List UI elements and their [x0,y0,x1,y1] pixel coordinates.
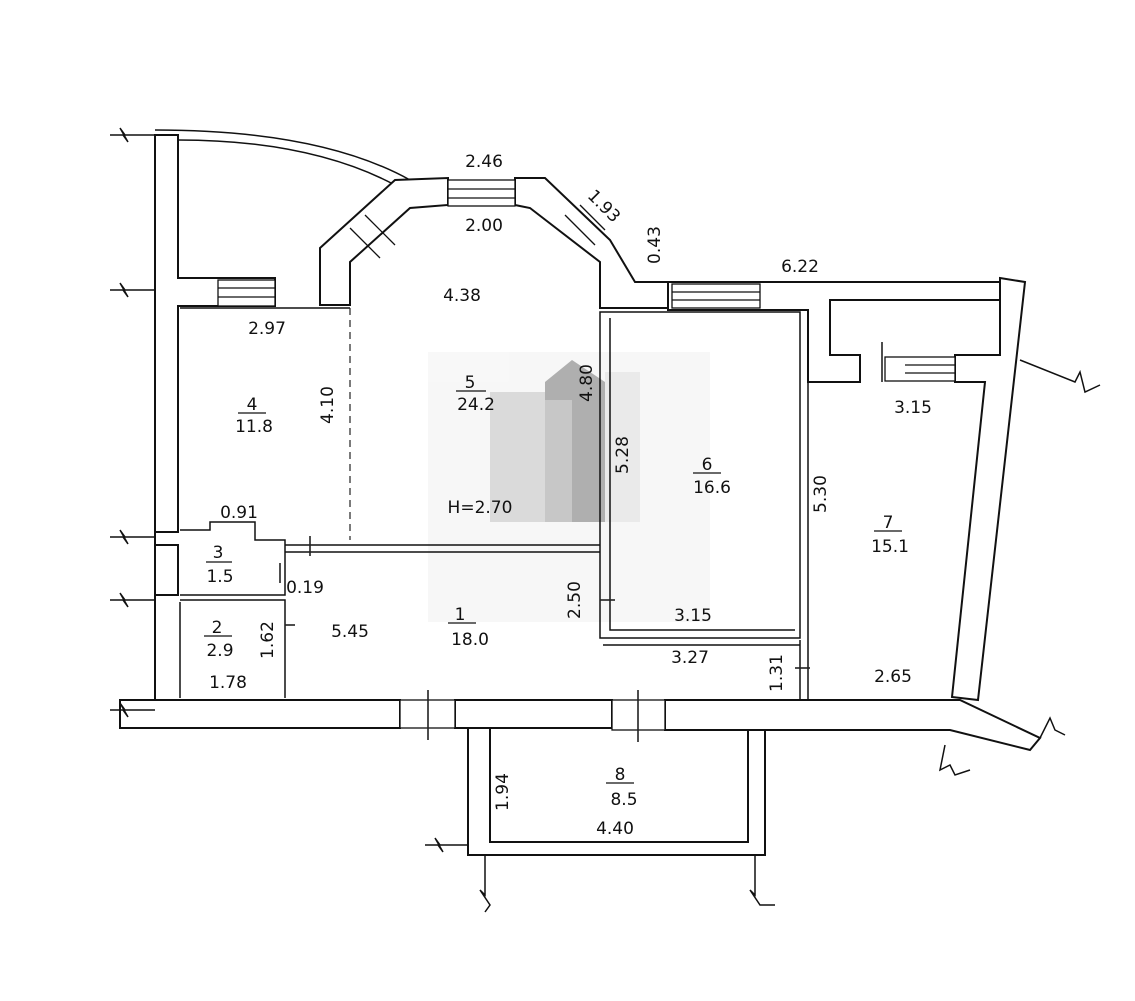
dim-0-43: 0.43 [645,226,665,264]
dim-3-15-top: 3.15 [894,398,932,418]
dim-5-30: 5.30 [811,475,831,513]
break-marks [110,127,1101,913]
room-7-area: 15.1 [871,537,909,557]
room-5-area: 24.2 [457,395,495,415]
room-3-number: 3 [213,543,224,563]
room-3-area: 1.5 [206,567,233,587]
room-8-area: 8.5 [610,790,637,810]
dim-0-19: 0.19 [286,578,324,598]
room-6-area: 16.6 [693,478,731,498]
room-labels: 4 11.8 5 24.2 6 16.6 7 15.1 3 1.5 2 2.9 … [204,373,909,810]
watermark-logo [428,352,710,622]
dim-2-65: 2.65 [874,667,912,687]
dim-1-31: 1.31 [767,654,787,692]
room-2-number: 2 [212,618,223,638]
dim-3-15-mid: 3.15 [674,606,712,626]
room-8-number: 8 [615,765,626,785]
dim-6-22: 6.22 [781,257,819,277]
dim-2-46: 2.46 [465,152,503,172]
dim-1-94: 1.94 [493,773,513,811]
walls [119,129,1042,856]
dim-1-78: 1.78 [209,673,247,693]
dim-2-50: 2.50 [565,581,585,619]
dim-4-40: 4.40 [596,819,634,839]
room-5-number: 5 [465,373,476,393]
room-1-number: 1 [455,605,466,625]
dim-5-28: 5.28 [613,436,633,474]
dim-1-62: 1.62 [258,621,278,659]
room-2-area: 2.9 [206,641,233,661]
dim-0-91: 0.91 [220,503,258,523]
dimension-labels: 2.46 2.00 1.93 0.43 6.22 4.38 2.97 4.10 … [209,152,932,839]
ceiling-height: H=2.70 [448,498,513,518]
dim-2-00: 2.00 [465,216,503,236]
room-6-number: 6 [702,455,713,475]
dim-4-38: 4.38 [443,286,481,306]
room-7-number: 7 [883,513,894,533]
dim-5-45: 5.45 [331,622,369,642]
dim-4-80: 4.80 [577,364,597,402]
dim-2-97: 2.97 [248,319,286,339]
dim-4-10: 4.10 [318,386,338,424]
dimension-ticks [279,342,883,742]
room-4-number: 4 [247,395,258,415]
room-1-area: 18.0 [451,630,489,650]
room-4-area: 11.8 [235,417,273,437]
dim-3-27: 3.27 [671,648,709,668]
